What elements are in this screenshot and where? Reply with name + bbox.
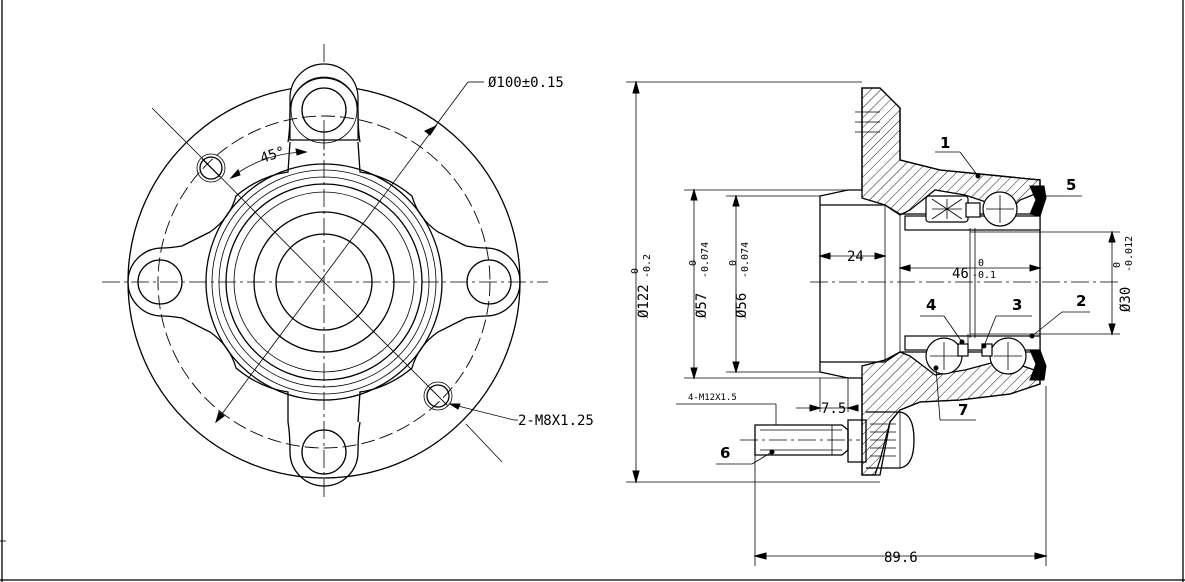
- svg-text:-0.012: -0.012: [1124, 236, 1135, 272]
- svg-text:-0.2: -0.2: [642, 254, 653, 278]
- angle-label: 45°: [258, 144, 287, 167]
- part-label-3: 3: [1012, 296, 1022, 314]
- svg-text:-0.1: -0.1: [972, 270, 996, 281]
- front-view: [102, 44, 548, 500]
- bearing-upper: [925, 191, 1018, 227]
- part-label-4: 4: [926, 296, 936, 314]
- svg-text:0: 0: [688, 260, 699, 266]
- part-label-2: 2: [1076, 292, 1086, 310]
- dim-dia-57: Ø57 0 -0.074: [688, 242, 711, 318]
- part-label-6: 6: [720, 444, 730, 462]
- dim-dia-122: Ø122 0 -0.2: [630, 254, 653, 318]
- svg-text:-0.074: -0.074: [740, 242, 751, 278]
- svg-text:Ø57: Ø57: [694, 293, 710, 318]
- svg-text:Ø56: Ø56: [734, 293, 750, 318]
- thread-label: 2-M8X1.25: [518, 413, 594, 429]
- part-label-1: 1: [940, 134, 950, 152]
- svg-text:0: 0: [728, 260, 739, 266]
- bearing-lower: [925, 334, 1027, 375]
- dim-46: 46 0 -0.1: [952, 258, 996, 282]
- svg-text:46: 46: [952, 266, 969, 282]
- svg-text:-0.074: -0.074: [700, 242, 711, 278]
- part-label-7: 7: [958, 401, 968, 419]
- dim-24: 24: [847, 249, 864, 265]
- dim-dia-30: Ø30 0 -0.012: [1112, 236, 1135, 312]
- svg-text:Ø30: Ø30: [1118, 287, 1134, 312]
- svg-text:Ø122: Ø122: [636, 284, 652, 318]
- dim-7-5: 7.5: [821, 401, 846, 417]
- svg-text:0: 0: [1112, 262, 1123, 268]
- svg-text:0: 0: [630, 268, 641, 274]
- svg-text:0: 0: [978, 258, 984, 269]
- dim-89-6: 89.6: [884, 550, 918, 566]
- dim-dia-56: Ø56 0 -0.074: [728, 242, 751, 318]
- bolt-spec: 4-M12X1.5: [688, 393, 737, 403]
- pcd-label: Ø100±0.15: [488, 75, 564, 91]
- part-label-5: 5: [1066, 176, 1076, 194]
- section-view: [626, 80, 1120, 566]
